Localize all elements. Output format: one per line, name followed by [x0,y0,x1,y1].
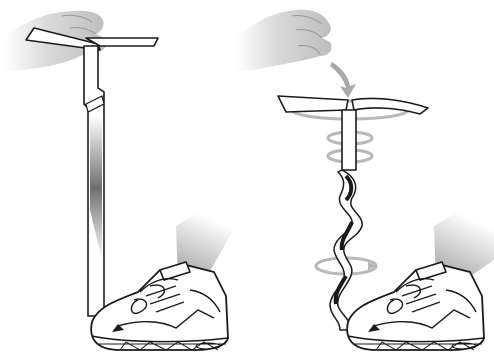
sneaker-icon [347,262,484,350]
left-panel [4,11,238,350]
drop-arrow-icon [330,62,356,98]
hand-icon [236,10,332,70]
right-panel [236,10,494,350]
sneaker-icon [91,262,228,350]
paper-helicopter-icon [26,28,158,316]
